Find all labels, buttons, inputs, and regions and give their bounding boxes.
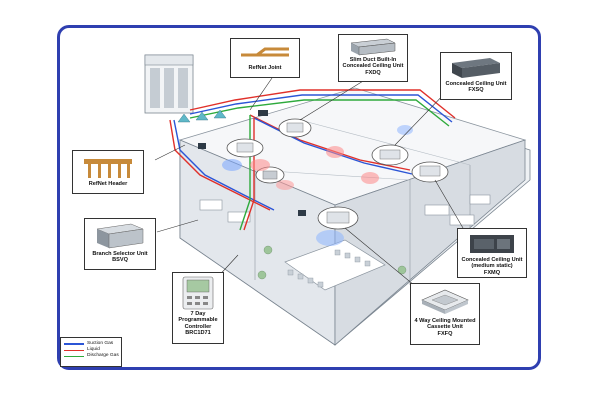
fxmq-model: FXMQ <box>483 269 501 276</box>
refnet-joint-label: RefNet Joint <box>248 65 282 71</box>
indoor-unit-duct-2 <box>371 144 409 166</box>
bsvq-title: Branch Selector Unit <box>92 251 148 257</box>
legend-swatch-suction <box>64 343 84 345</box>
legend-row-suction: Suction Gas <box>64 341 119 347</box>
concealed-ceiling-unit-icon <box>452 58 500 78</box>
bsvq-model: BSVQ <box>112 257 128 264</box>
brc-model: BRC1D71 <box>185 330 211 337</box>
legend-label-suction: Suction Gas <box>87 341 114 346</box>
fxdq-model: FXDQ <box>365 69 381 76</box>
legend-row-discharge: Discharge Gas <box>64 353 119 359</box>
callout-fxmq: Concealed Ceiling Unit (medium static) F… <box>457 228 527 278</box>
conference-table <box>284 239 386 291</box>
legend-swatch-liquid <box>64 349 84 352</box>
indoor-unit-medium-static <box>411 161 449 183</box>
callout-fxdq: Slim Duct Built-In Concealed Ceiling Uni… <box>338 34 408 82</box>
cassette-unit-icon <box>421 289 469 314</box>
fxsq-title: Concealed Ceiling Unit <box>445 81 507 87</box>
plants <box>257 245 407 280</box>
fxdq-title: Slim Duct Built-In Concealed Ceiling Uni… <box>342 57 404 70</box>
fxfq-model: FXFQ <box>437 330 453 337</box>
branch-selector-unit-icon <box>96 223 144 249</box>
callout-refnet-joint: RefNet Joint <box>230 38 300 78</box>
refnet-header-label: RefNet Header <box>88 181 128 187</box>
callout-refnet-header: RefNet Header <box>72 150 144 194</box>
right-wall <box>334 139 526 346</box>
fxmq-title: Concealed Ceiling Unit (medium static) <box>461 257 523 270</box>
medium-static-unit-icon <box>470 235 514 253</box>
legend-label-discharge: Discharge Gas <box>87 353 119 359</box>
outdoor-unit <box>144 54 194 114</box>
refnet-header-icon <box>84 159 132 178</box>
fxfq-title: 4 Way Ceiling Mounted Cassette Unit <box>414 318 476 331</box>
callout-bsvq: Branch Selector Unit BSVQ <box>84 218 156 270</box>
indoor-unit-cassette-2 <box>317 206 359 230</box>
brc-title: 7 Day Programmable Controller <box>178 311 218 330</box>
branch-selector-on-floor <box>255 166 285 184</box>
callout-fxfq: 4 Way Ceiling Mounted Cassette Unit FXFQ <box>410 283 480 345</box>
refnet-joint-icon <box>241 47 289 57</box>
programmable-controller-icon <box>182 276 214 310</box>
legend-label-liquid: Liquid <box>87 347 100 353</box>
indoor-unit-duct-1 <box>278 118 312 138</box>
legend-row-liquid: Liquid <box>64 347 119 353</box>
legend-swatch-discharge <box>64 355 84 358</box>
airflow-indicators <box>222 125 413 246</box>
indoor-unit-cassette-1 <box>226 138 264 158</box>
fxsq-model: FXSQ <box>468 87 484 94</box>
pipe-legend: Suction Gas Liquid Discharge Gas <box>60 337 122 367</box>
callout-brc: 7 Day Programmable Controller BRC1D71 <box>172 272 224 344</box>
refnet-valves <box>177 109 227 123</box>
callout-fxsq: Concealed Ceiling Unit FXSQ <box>440 52 512 100</box>
office-desks <box>199 194 491 226</box>
slim-duct-unit-icon <box>350 38 396 56</box>
